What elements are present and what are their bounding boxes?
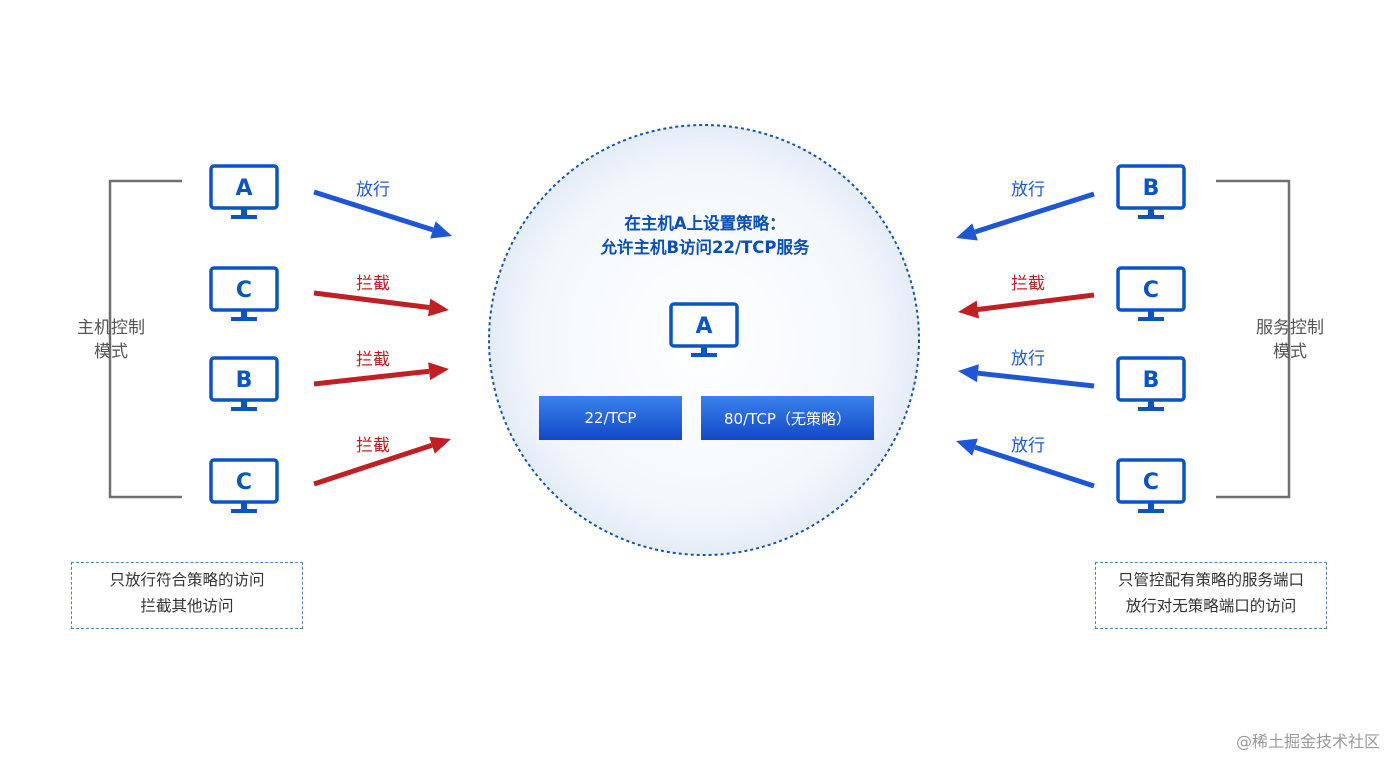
monitor-neck xyxy=(1148,310,1154,318)
right-note-line1: 只管控配有策略的服务端口 xyxy=(1117,571,1304,589)
host-label: C xyxy=(236,278,252,303)
monitor-base xyxy=(1138,509,1164,513)
left-arrow-4 xyxy=(313,436,451,487)
right-action-label-2: 拦截 xyxy=(1011,274,1045,294)
right-action-label-4: 放行 xyxy=(1011,436,1045,456)
port-22-tcp: 22/TCP xyxy=(539,396,682,440)
arrow-head xyxy=(958,300,979,319)
watermark: @稀土掘金技术社区 xyxy=(1235,732,1380,751)
left-action-label-1: 放行 xyxy=(356,180,390,200)
right-action-label-3: 放行 xyxy=(1011,349,1045,369)
arrow-shaft xyxy=(313,442,433,487)
arrow-shaft xyxy=(313,189,434,233)
arrow-shaft xyxy=(974,444,1095,489)
left-note: 只放行符合策略的访问 拦截其他访问 xyxy=(71,562,303,629)
right-mode-line2: 模式 xyxy=(1273,342,1307,362)
left-mode-line2: 模式 xyxy=(94,342,128,362)
arrow-head xyxy=(958,364,979,383)
host-label: C xyxy=(236,470,252,495)
left-action-label-3: 拦截 xyxy=(356,350,390,370)
right-mode-line1: 服务控制 xyxy=(1256,318,1324,338)
host-label: B xyxy=(1143,368,1160,393)
arrow-head xyxy=(956,438,978,456)
right-arrow-4 xyxy=(956,438,1095,489)
monitor-neck xyxy=(241,400,247,408)
right-note: 只管控配有策略的服务端口 放行对无策略端口的访问 xyxy=(1095,562,1327,629)
center-title: 在主机A上设置策略： 允许主机B访问22/TCP服务 xyxy=(520,212,890,260)
monitor-neck xyxy=(701,346,707,354)
center-host-a: A xyxy=(669,302,739,357)
host-label: B xyxy=(236,368,253,393)
arrow-shaft xyxy=(977,370,1095,389)
left-note-line2: 拦截其他访问 xyxy=(140,597,234,615)
arrow-head xyxy=(430,221,452,239)
monitor-base xyxy=(231,317,257,321)
right-arrow-1 xyxy=(956,191,1095,241)
right-action-label-1: 放行 xyxy=(1011,180,1045,200)
arrow-head xyxy=(428,362,449,381)
host-label: C xyxy=(1143,278,1159,303)
right-host-2: C xyxy=(1116,266,1186,321)
host-label: A xyxy=(695,314,712,339)
left-arrow-2 xyxy=(313,290,449,317)
left-action-label-4: 拦截 xyxy=(356,436,390,456)
left-host-4: C xyxy=(209,458,279,513)
monitor-base xyxy=(1138,407,1164,411)
right-bracket xyxy=(1216,179,1291,499)
right-host-1: B xyxy=(1116,164,1186,219)
monitor-neck xyxy=(241,310,247,318)
monitor-neck xyxy=(1148,400,1154,408)
arrow-head xyxy=(429,436,451,454)
arrow-shaft xyxy=(977,292,1095,313)
center-title-line2: 允许主机B访问22/TCP服务 xyxy=(600,238,810,257)
left-host-2: C xyxy=(209,266,279,321)
monitor-base xyxy=(1138,317,1164,321)
port-80-tcp: 80/TCP（无策略） xyxy=(701,396,874,440)
right-host-4: C xyxy=(1116,458,1186,513)
arrow-head xyxy=(956,223,978,241)
monitor-neck xyxy=(241,502,247,510)
left-host-1: A xyxy=(209,164,279,219)
right-host-3: B xyxy=(1116,356,1186,411)
monitor-base xyxy=(1138,215,1164,219)
left-action-label-2: 拦截 xyxy=(356,274,390,294)
left-note-line1: 只放行符合策略的访问 xyxy=(109,571,265,589)
arrow-shaft xyxy=(313,290,430,310)
arrow-shaft xyxy=(974,191,1095,235)
arrow-shaft xyxy=(313,368,430,387)
left-mode-line1: 主机控制 xyxy=(77,318,145,338)
monitor-neck xyxy=(1148,208,1154,216)
monitor-base xyxy=(231,215,257,219)
left-mode-label: 主机控制 模式 xyxy=(61,316,161,364)
left-arrow-1 xyxy=(313,189,452,239)
monitor-neck xyxy=(241,208,247,216)
monitor-base xyxy=(691,353,717,357)
host-label: B xyxy=(1143,176,1160,201)
monitor-base xyxy=(231,407,257,411)
right-mode-label: 服务控制 模式 xyxy=(1240,316,1340,364)
right-arrow-2 xyxy=(958,292,1095,319)
monitor-neck xyxy=(1148,502,1154,510)
left-bracket xyxy=(108,179,182,499)
center-title-line1: 在主机A上设置策略： xyxy=(624,214,786,233)
arrow-head xyxy=(428,298,449,317)
monitor-base xyxy=(231,509,257,513)
host-label: A xyxy=(235,176,252,201)
right-note-line2: 放行对无策略端口的访问 xyxy=(1125,597,1297,615)
left-arrow-3 xyxy=(313,362,449,387)
right-arrow-3 xyxy=(958,364,1095,389)
host-label: C xyxy=(1143,470,1159,495)
left-host-3: B xyxy=(209,356,279,411)
